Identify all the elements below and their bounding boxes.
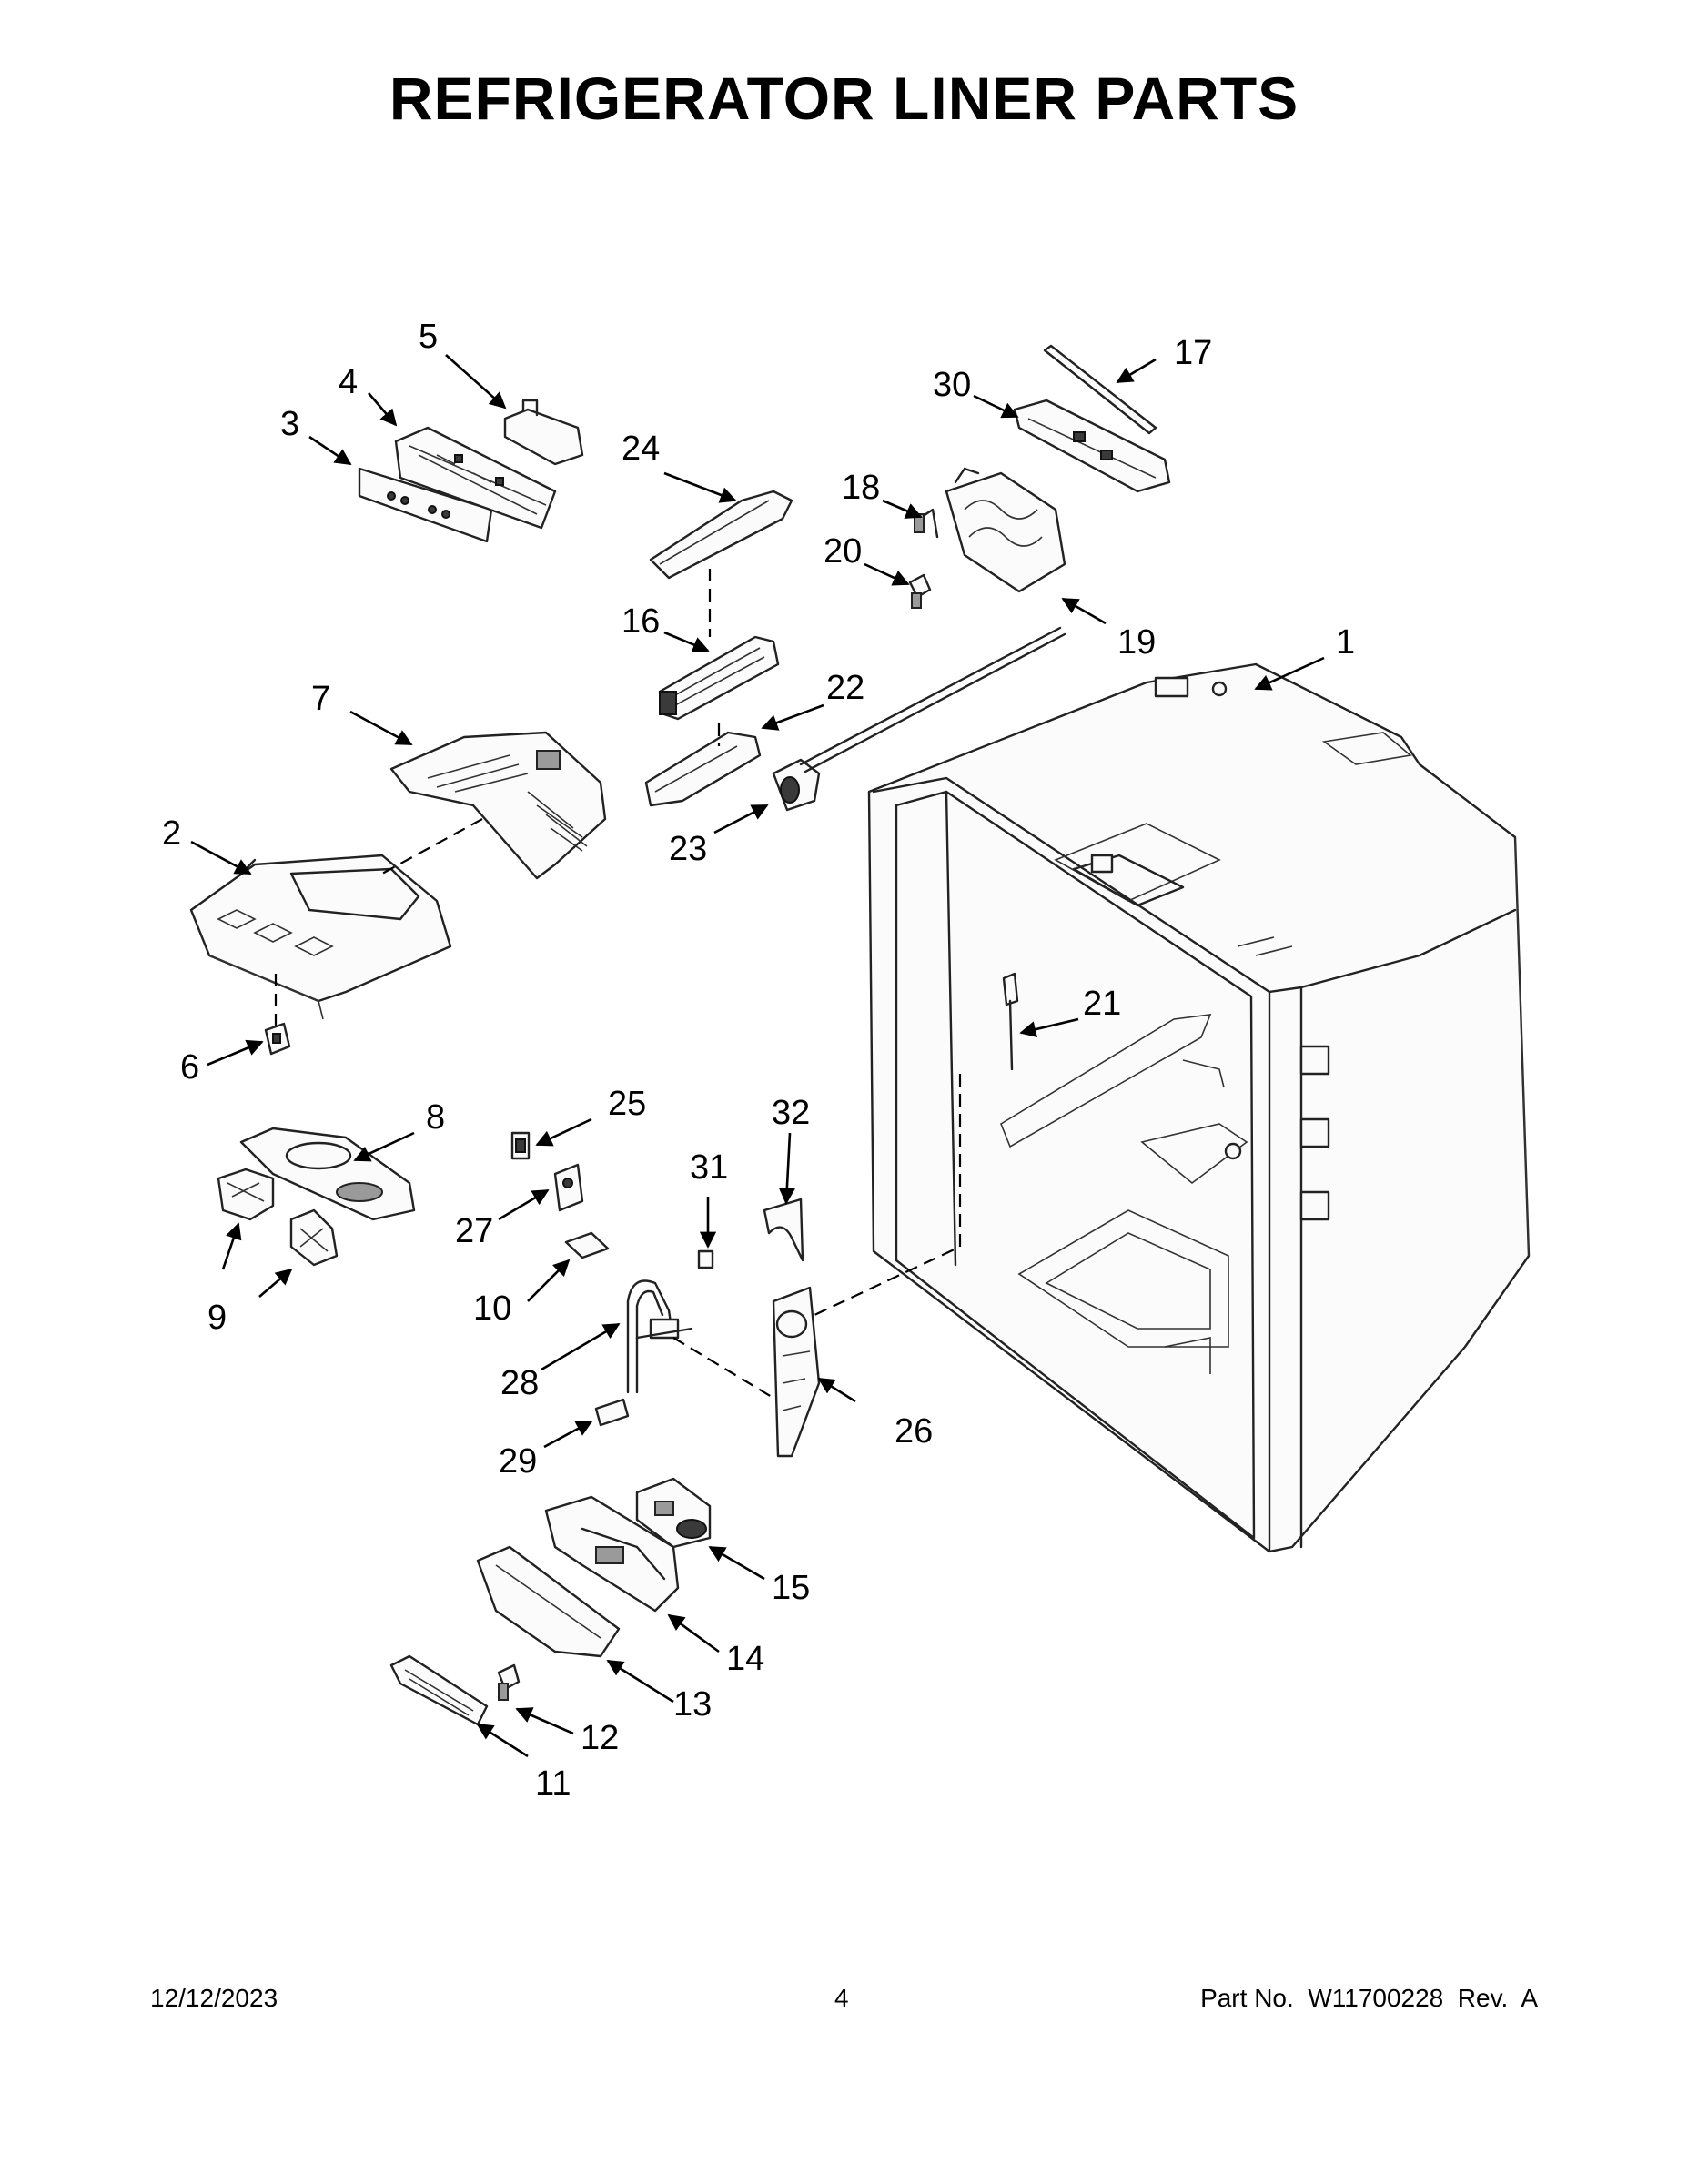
dispenser-part-26	[772, 1286, 821, 1458]
footer-page-number: 4	[834, 1984, 849, 2012]
bracket-part-22	[644, 731, 762, 807]
callout-9: 9	[207, 1299, 227, 1337]
callout-10: 10	[473, 1289, 511, 1328]
callout-25: 25	[608, 1085, 646, 1123]
light-lens-part-9	[217, 1168, 339, 1267]
wire-part-18	[914, 508, 939, 539]
clip-part-10	[564, 1231, 610, 1259]
callout-27: 27	[455, 1212, 493, 1250]
light-housing-part-8	[239, 1127, 416, 1221]
callout-2: 2	[162, 814, 181, 853]
bracket-part-27	[553, 1163, 584, 1212]
callout-8: 8	[426, 1098, 445, 1137]
callout-12: 12	[581, 1719, 619, 1757]
callout-3: 3	[280, 405, 299, 443]
tube-part-28	[626, 1279, 693, 1394]
callout-15: 15	[772, 1569, 810, 1607]
callout-19: 19	[1117, 623, 1156, 662]
callout-14: 14	[726, 1640, 764, 1678]
callout-5: 5	[419, 318, 438, 356]
callout-29: 29	[499, 1442, 537, 1481]
callout-11: 11	[535, 1764, 571, 1803]
lamp-cover-part-24	[649, 490, 793, 580]
callout-21: 21	[1083, 985, 1121, 1023]
callout-22: 22	[826, 669, 864, 707]
callout-23: 23	[669, 830, 707, 868]
callout-28: 28	[500, 1364, 539, 1402]
callout-6: 6	[180, 1048, 199, 1087]
callout-31: 31	[690, 1148, 728, 1187]
strip-part-17	[1043, 344, 1157, 435]
page-title: REFRIGERATOR LINER PARTS	[389, 65, 1299, 132]
bracket-part-5	[503, 399, 584, 466]
liner-part-1	[867, 662, 1531, 1553]
light-part-16	[658, 635, 780, 721]
switch-part-6	[264, 1022, 291, 1056]
connector-part-31	[697, 1249, 714, 1269]
cover-part-13	[476, 1545, 621, 1658]
callout-26: 26	[895, 1412, 933, 1451]
switch-part-25	[510, 1131, 531, 1160]
callout-32: 32	[772, 1094, 810, 1132]
clip-part-29	[594, 1398, 630, 1427]
callout-18: 18	[842, 469, 880, 507]
callout-13: 13	[673, 1685, 712, 1724]
control-housing-part-2	[189, 854, 452, 1020]
callout-labels: 1 2 3 4 5 6 7 8 9 10 11 12 13 14 15 16 1…	[162, 318, 1355, 1803]
overlay-part-3	[358, 467, 493, 543]
bracket-part-30	[1013, 399, 1171, 493]
callout-16: 16	[622, 602, 660, 641]
callout-7: 7	[311, 680, 330, 718]
footer-part-number: Part No. W11700228 Rev. A	[1200, 1984, 1538, 2012]
heater-part-19	[945, 467, 1066, 593]
callout-4: 4	[339, 363, 358, 401]
leader-arrows	[190, 354, 1325, 1758]
callout-20: 20	[824, 532, 862, 571]
screw-part-20	[908, 573, 932, 609]
callout-17: 17	[1174, 334, 1212, 372]
screw-part-12	[497, 1663, 521, 1701]
sensor-part-23	[772, 626, 1066, 812]
diffuser-part-7	[389, 731, 607, 880]
probe-part-21	[1002, 972, 1019, 1071]
footer-date: 12/12/2023	[150, 1984, 278, 2012]
ui-board-part-4	[394, 426, 557, 530]
assembly-lines	[274, 569, 962, 1398]
motor-part-15	[635, 1477, 712, 1549]
housing-part-14	[544, 1495, 680, 1613]
callout-30: 30	[933, 366, 971, 404]
trim-part-11	[389, 1654, 489, 1726]
callout-24: 24	[622, 430, 660, 468]
callout-1: 1	[1336, 623, 1355, 662]
gasket-part-32	[763, 1198, 804, 1262]
